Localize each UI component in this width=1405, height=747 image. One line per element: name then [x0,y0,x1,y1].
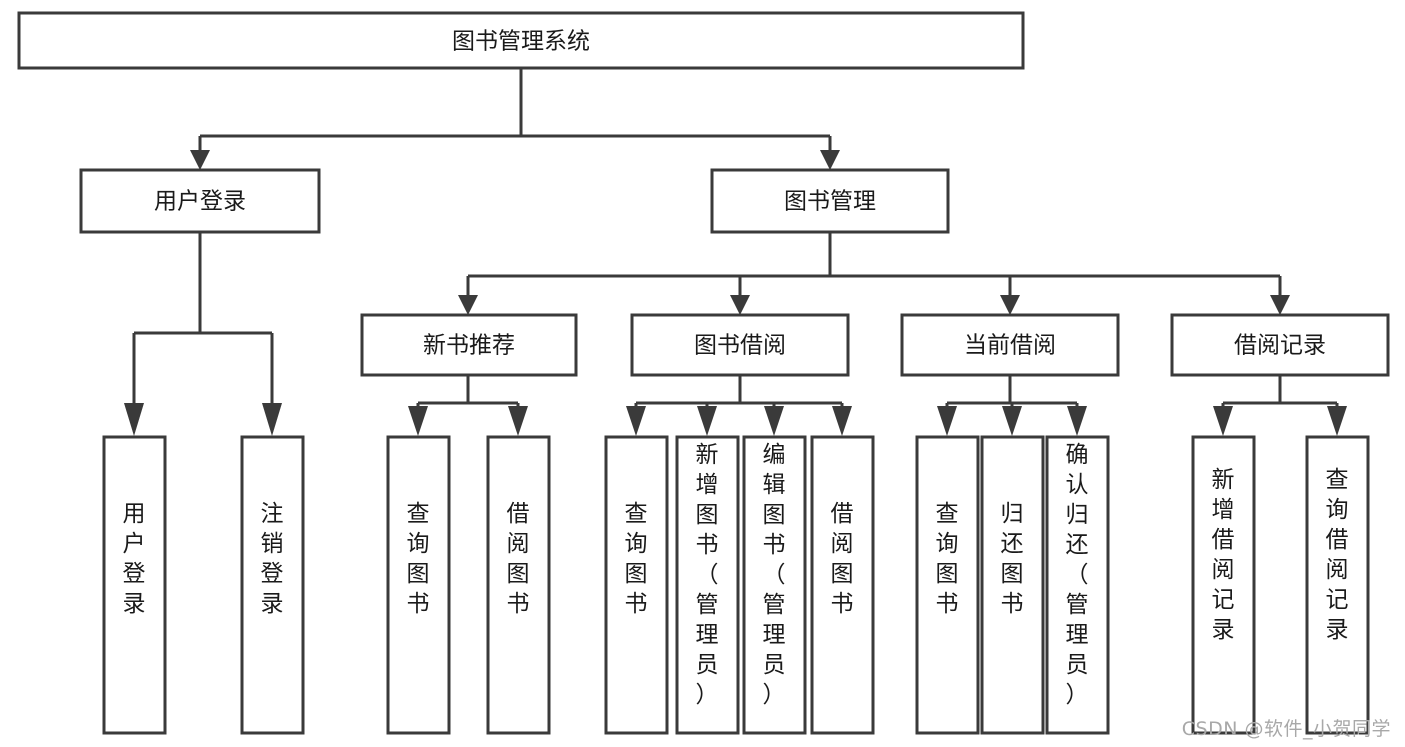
node-book-management-label: 图书管理 [784,189,876,215]
node-borrow-record-box[interactable] [1170,313,1390,377]
arrowhead-newbook-leaf-0 [408,406,428,436]
node-user-login-box[interactable] [79,168,321,234]
leaf-user-login-1-label: 注销登录 [261,501,284,617]
arrowhead-newbook-leaf-1 [508,406,528,436]
leaf-current-borrow-2-box[interactable] [1045,435,1110,735]
leaf-user-login-1[interactable]: 注销登录 [240,435,305,735]
leaf-borrow-book-3[interactable]: 借阅图书 [810,435,875,735]
arrowhead-borrowbook-leaf-2 [764,406,784,436]
leaf-user-login-1-box[interactable] [240,435,305,735]
leaf-current-borrow-0-label: 查询图书 [936,501,959,617]
connector-group-root [190,68,840,170]
node-new-book-recommend-label: 新书推荐 [423,333,515,359]
leaf-borrow-book-0-box[interactable] [604,435,669,735]
leaf-borrow-book-0-label: 查询图书 [625,501,648,617]
leaf-borrow-book-1-box[interactable] [675,435,740,735]
leaf-current-borrow-1[interactable]: 归还图书 [980,435,1045,735]
node-new-book-recommend[interactable]: 新书推荐 [360,313,578,377]
node-borrow-record-label: 借阅记录 [1234,333,1326,359]
node-user-login-label: 用户登录 [154,189,246,215]
arrowhead-root-to-userlogin [190,150,210,170]
arrowhead-borrowbook-leaf-0 [626,406,646,436]
node-book-borrow-label: 图书借阅 [694,333,786,359]
connector-group-userlogin [124,232,282,436]
node-book-management-box[interactable] [710,168,950,234]
leaf-borrow-record-0-label: 新增借阅记录 [1212,467,1235,643]
arrowhead-borrowbook-leaf-1 [697,406,717,436]
connector-group-bookmgmt [458,232,1290,315]
leaf-borrow-book-3-box[interactable] [810,435,875,735]
leaf-current-borrow-2[interactable]: 确认归还（管理员） [1045,435,1110,735]
connector-group-currentborrow [937,375,1087,436]
leaf-current-borrow-0[interactable]: 查询图书 [915,435,980,735]
leaf-current-borrow-2-label: 确认归还（管理员） [1066,442,1089,708]
leaf-new-book-0-label: 查询图书 [407,501,430,617]
leaf-current-borrow-1-box[interactable] [980,435,1045,735]
node-book-borrow[interactable]: 图书借阅 [630,313,850,377]
node-root-label: 图书管理系统 [452,29,590,55]
leaf-borrow-record-1[interactable]: 查询借阅记录 [1305,435,1370,735]
connector-group-borrowrecord [1213,375,1347,436]
arrowhead-borrowrecord-leaf-1 [1327,406,1347,436]
leaf-user-login-0-label: 用户登录 [123,501,146,617]
arrowhead-userlogin-leaf-0 [124,403,144,436]
node-current-borrow-box[interactable] [900,313,1120,377]
leaf-borrow-record-0-box[interactable] [1191,435,1256,735]
node-user-login[interactable]: 用户登录 [79,168,321,234]
connector-group-borrowbook [626,375,852,436]
leaf-borrow-record-1-label: 查询借阅记录 [1326,467,1349,643]
leaf-new-book-1-box[interactable] [486,435,551,735]
leaf-current-borrow-0-box[interactable] [915,435,980,735]
arrowhead-bookmgmt-to-3 [1270,295,1290,315]
arrowhead-currentborrow-leaf-2 [1067,406,1087,436]
leaf-new-book-1[interactable]: 借阅图书 [486,435,551,735]
arrowhead-root-to-bookmgmt [820,150,840,170]
arrowhead-borrowrecord-leaf-0 [1213,406,1233,436]
arrowhead-currentborrow-leaf-1 [1002,406,1022,436]
node-root[interactable]: 图书管理系统 [17,11,1025,70]
node-book-borrow-box[interactable] [630,313,850,377]
node-root-box[interactable] [17,11,1025,70]
leaf-new-book-0[interactable]: 查询图书 [386,435,451,735]
leaf-borrow-book-2-label: 编辑图书（管理员） [763,442,786,708]
arrowhead-userlogin-leaf-1 [262,403,282,436]
leaf-new-book-1-label: 借阅图书 [507,501,530,617]
node-current-borrow-label: 当前借阅 [964,333,1056,359]
connector-group-newbook [408,375,528,436]
arrowhead-bookmgmt-to-0 [458,295,478,315]
arrowhead-bookmgmt-to-1 [730,295,750,315]
leaf-borrow-record-0[interactable]: 新增借阅记录 [1191,435,1256,735]
node-new-book-recommend-box[interactable] [360,313,578,377]
leaf-borrow-book-1[interactable]: 新增图书（管理员） [675,435,740,735]
node-borrow-record[interactable]: 借阅记录 [1170,313,1390,377]
arrowhead-currentborrow-leaf-0 [937,406,957,436]
node-book-management[interactable]: 图书管理 [710,168,950,234]
leaf-borrow-book-0[interactable]: 查询图书 [604,435,669,735]
leaf-borrow-book-2-box[interactable] [742,435,807,735]
leaf-new-book-0-box[interactable] [386,435,451,735]
leaf-borrow-book-2[interactable]: 编辑图书（管理员） [742,435,807,735]
leaf-user-login-0-box[interactable] [102,435,167,735]
leaf-borrow-book-3-label: 借阅图书 [831,501,854,617]
arrowhead-borrowbook-leaf-3 [832,406,852,436]
leaf-user-login-0[interactable]: 用户登录 [102,435,167,735]
arrowhead-bookmgmt-to-2 [1000,295,1020,315]
leaf-borrow-book-1-label: 新增图书（管理员） [696,442,719,708]
leaf-current-borrow-1-label: 归还图书 [1001,501,1024,617]
node-current-borrow[interactable]: 当前借阅 [900,313,1120,377]
leaf-borrow-record-1-box[interactable] [1305,435,1370,735]
